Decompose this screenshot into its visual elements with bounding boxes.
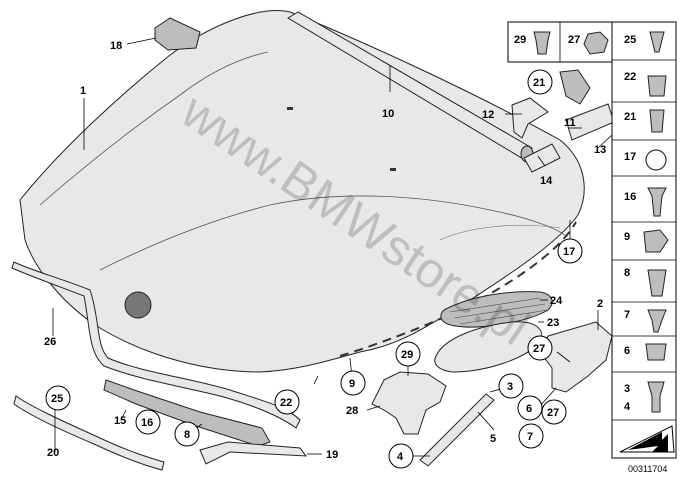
callout-2: 2 <box>597 298 603 310</box>
callout-12: 12 <box>482 109 494 121</box>
grille-24 <box>440 291 553 328</box>
callout-16b: 16 <box>624 191 636 203</box>
callout-20: 20 <box>47 447 59 459</box>
arrow-icon <box>619 425 675 453</box>
callout-27b: 27 <box>547 407 559 419</box>
fastener-column <box>507 21 677 459</box>
callout-6: 6 <box>526 403 532 415</box>
callout-28: 28 <box>346 405 358 417</box>
lock-28 <box>371 371 447 435</box>
callout-22: 22 <box>280 397 292 409</box>
callout-10: 10 <box>382 108 394 120</box>
bracket-18 <box>154 17 201 51</box>
callout-17: 17 <box>563 246 575 258</box>
callout-5: 5 <box>490 433 496 445</box>
callout-14: 14 <box>540 175 553 187</box>
callout-29: 29 <box>401 349 413 361</box>
callout-26: 26 <box>44 336 56 348</box>
callout-11: 11 <box>564 117 576 129</box>
callout-labels: 1 18 10 12 21 11 13 14 17 24 23 2 27 26 … <box>44 34 636 463</box>
callout-25b: 25 <box>624 34 636 46</box>
hood-emblem <box>124 291 152 319</box>
callout-6b: 6 <box>624 345 630 357</box>
seal-19 <box>199 441 308 465</box>
callout-7: 7 <box>527 431 533 443</box>
callout-3: 3 <box>507 381 513 393</box>
callout-8b: 8 <box>624 267 630 279</box>
callout-21: 21 <box>533 77 545 89</box>
callout-13: 13 <box>594 144 606 156</box>
callout-25: 25 <box>51 393 63 405</box>
seal-14 <box>523 143 561 173</box>
callout-16: 16 <box>141 417 153 429</box>
diagram-code: 00311704 <box>628 464 667 474</box>
callout-21b: 21 <box>624 111 636 123</box>
callout-22b: 22 <box>624 71 636 83</box>
gas-strut-5 <box>419 393 495 467</box>
callout-9: 9 <box>349 378 355 390</box>
callout-15: 15 <box>114 415 126 427</box>
callout-8: 8 <box>184 429 190 441</box>
callout-3b: 3 <box>624 383 630 395</box>
callout-4b: 4 <box>624 401 631 413</box>
callout-9b: 9 <box>624 231 630 243</box>
bracket-12 <box>511 97 549 139</box>
callout-circles <box>45 69 583 469</box>
callout-17b: 17 <box>624 151 636 163</box>
callout-19: 19 <box>326 449 338 461</box>
callout-27c: 27 <box>568 34 580 46</box>
seal-26 <box>11 261 301 429</box>
callout-24: 24 <box>550 295 563 307</box>
callout-1: 1 <box>80 85 86 97</box>
callout-4: 4 <box>397 451 404 463</box>
clip-11 <box>559 69 591 105</box>
callout-23: 23 <box>547 317 559 329</box>
seal-20 <box>13 395 165 471</box>
bracket-15 <box>103 379 271 447</box>
callout-29b: 29 <box>514 34 526 46</box>
callout-7b: 7 <box>624 309 630 321</box>
seal-strip-10 <box>287 11 533 161</box>
callout-27: 27 <box>533 343 545 355</box>
callout-18: 18 <box>110 40 122 52</box>
hinge-2 <box>539 321 613 393</box>
